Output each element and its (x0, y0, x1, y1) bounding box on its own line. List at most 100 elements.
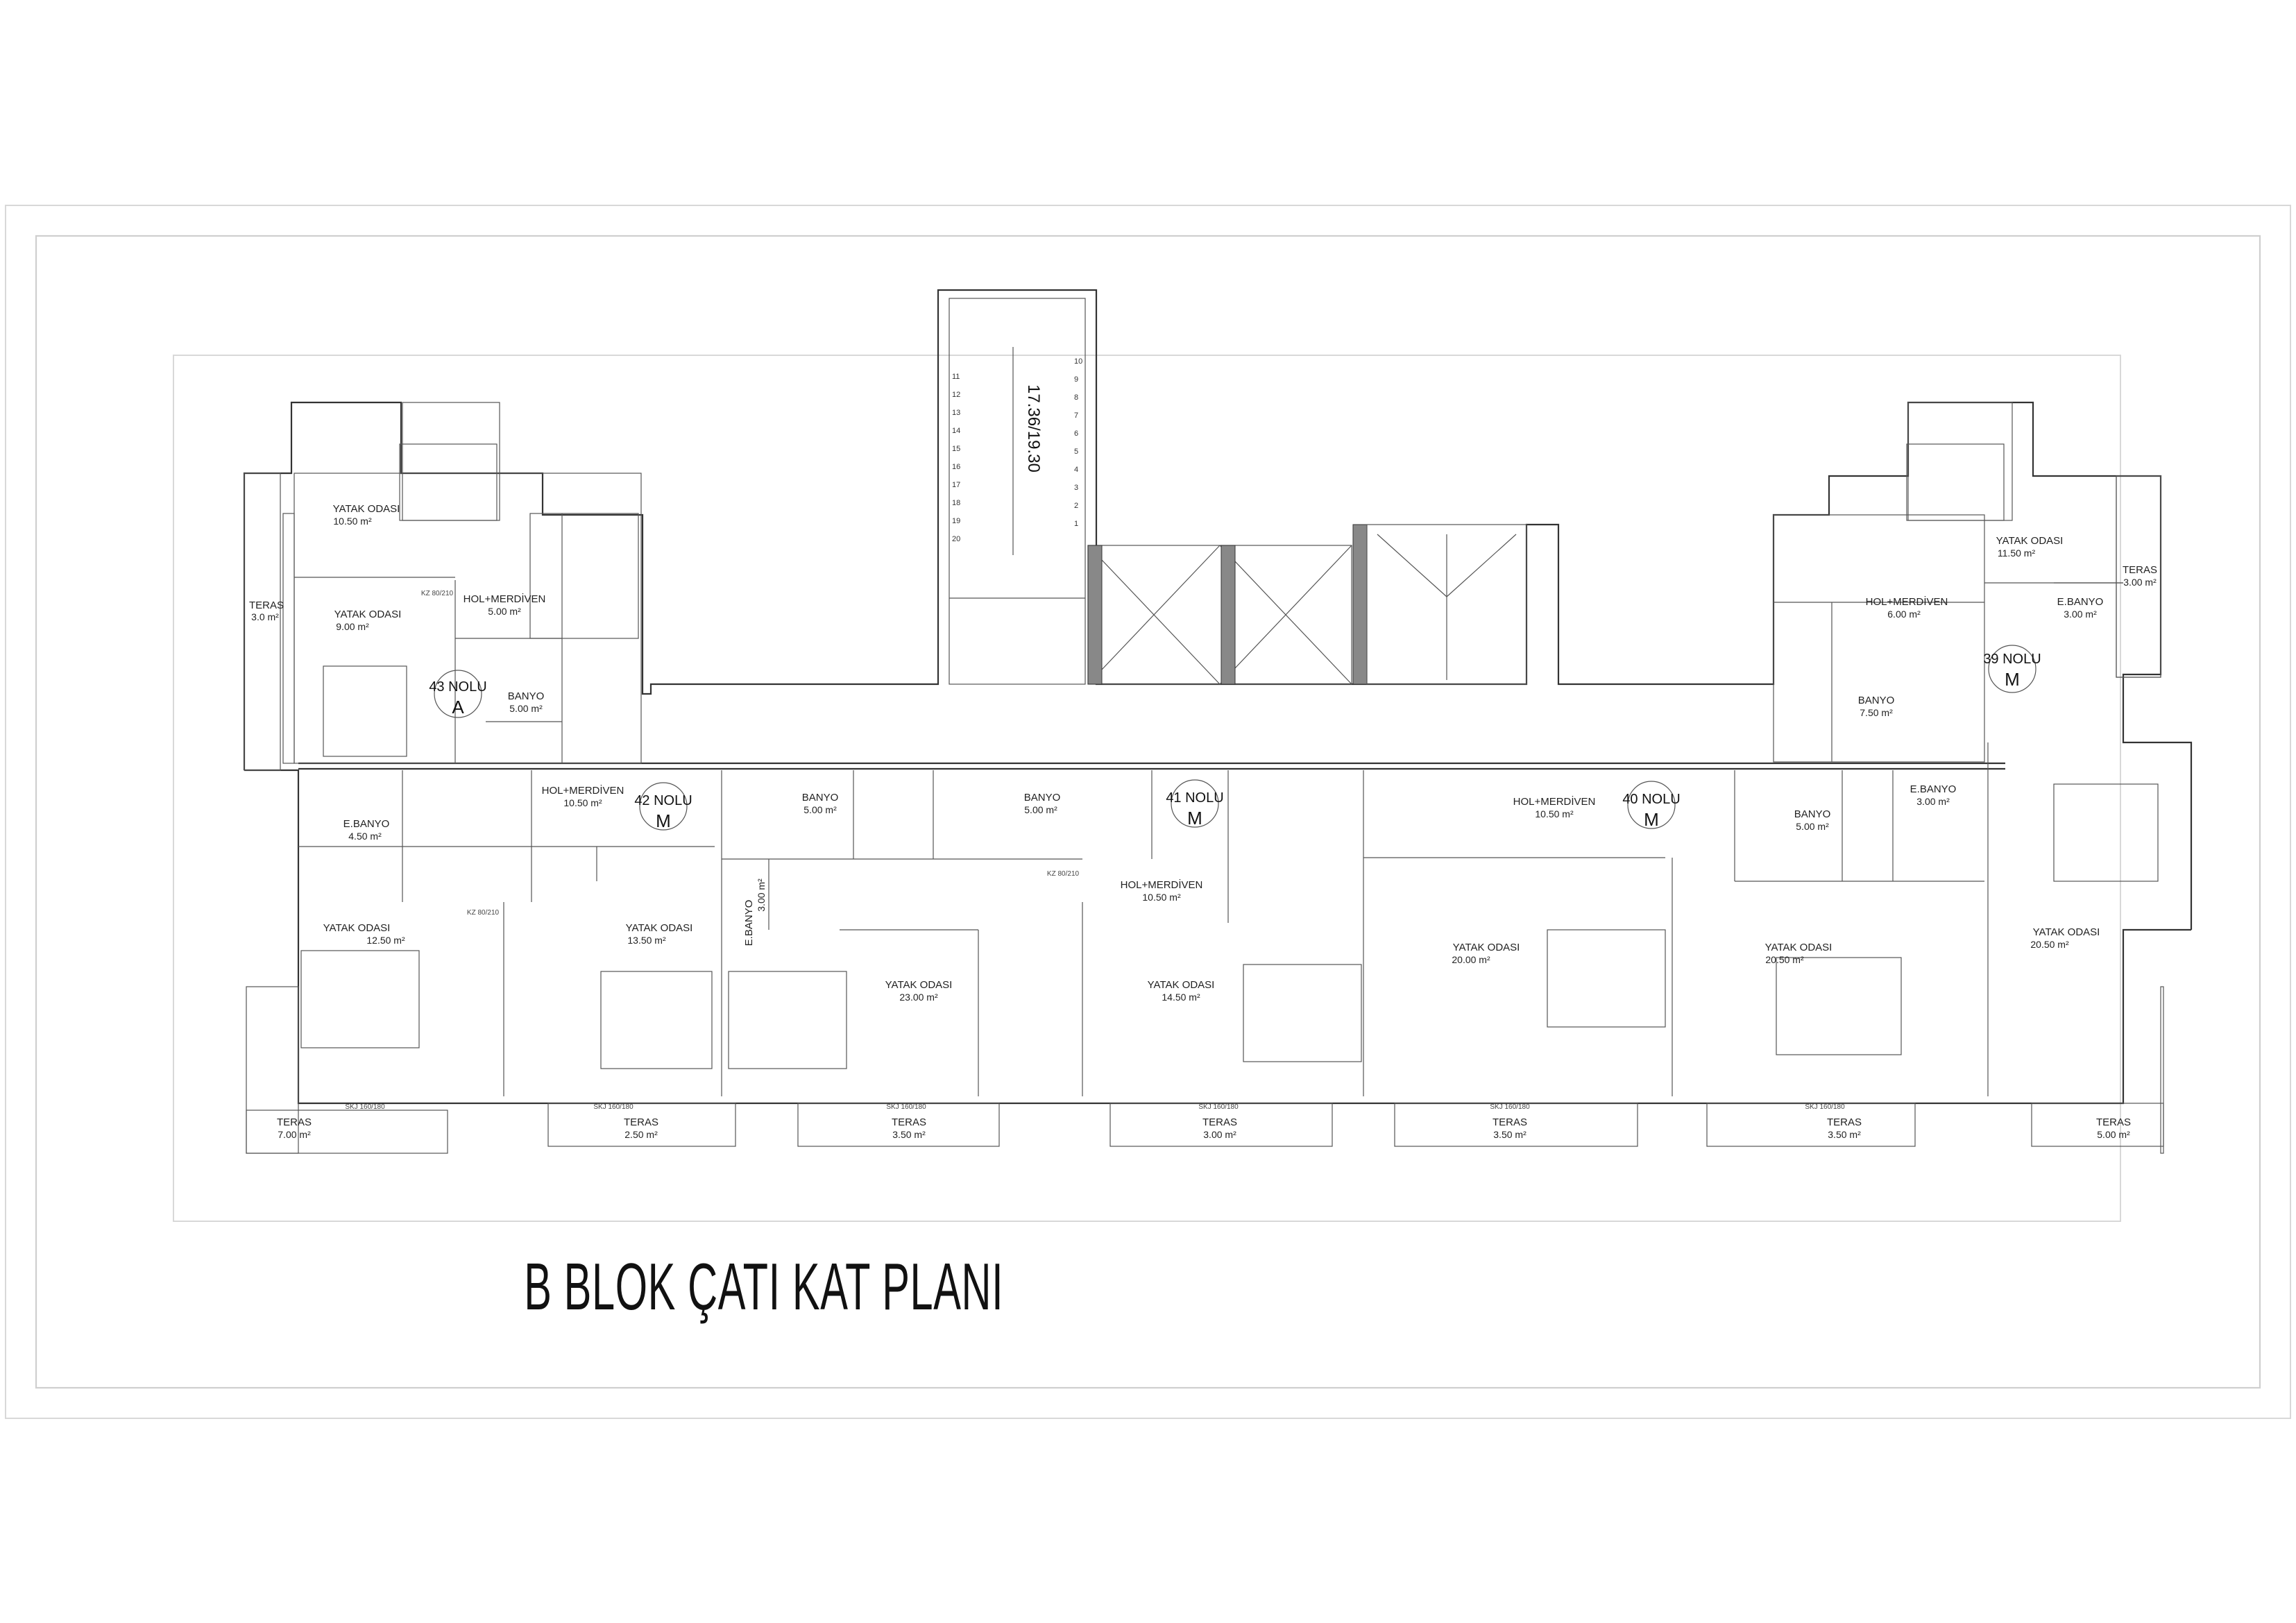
window-tag: SKJ 160/180 (1198, 1103, 1239, 1111)
room-name: HOL+MERDİVEN (464, 593, 546, 605)
room-area: 5.00 m² (488, 606, 521, 617)
unit-number: 42 NOLU (634, 793, 692, 808)
room-name: TERAS (277, 1116, 312, 1128)
room-name: YATAK ODASI (1148, 979, 1215, 991)
unit-39-walls (1773, 402, 2161, 763)
stair-step: 10 (1074, 357, 1082, 366)
room-name: TERAS (249, 600, 284, 611)
stair-step: 8 (1074, 393, 1078, 402)
unit-markers: 43 NOLU A 42 NOLU M 41 NOLU M 40 NOLU M … (429, 645, 2041, 831)
room-name: BANYO (1794, 808, 1831, 820)
unit-marker-circle (639, 782, 688, 831)
room-name: TERAS (1202, 1116, 1237, 1128)
plan-title: B BLOK ÇATI KAT PLANI (524, 1250, 1004, 1324)
spiral-stair-core (1366, 524, 1527, 685)
unit-type: M (1644, 809, 1659, 830)
room-area: 7.00 m² (278, 1129, 311, 1140)
terraces (244, 473, 2164, 1154)
stair-step: 5 (1074, 448, 1078, 456)
stair-step: 7 (1074, 411, 1078, 420)
room-name: BANYO (1024, 792, 1061, 804)
room-area: 9.00 m² (336, 621, 369, 632)
bed-icons (300, 443, 2159, 1069)
stair-step: 9 (1074, 375, 1078, 384)
room-name: BANYO (1858, 695, 1895, 706)
room-name: YATAK ODASI (1996, 535, 2064, 547)
door-tag: KZ 80/210 (421, 590, 454, 597)
bed-icon (1776, 957, 1902, 1055)
stair-step: 20 (952, 535, 960, 543)
room-area: 4.50 m² (348, 831, 382, 842)
unit-marker-circle (1627, 781, 1676, 829)
window-tag: SKJ 160/180 (1490, 1103, 1530, 1111)
unit-type: A (452, 697, 464, 717)
room-name: YATAK ODASI (626, 922, 693, 934)
bed-icon (728, 971, 847, 1069)
stair-step: 13 (952, 409, 960, 417)
stair-step: 11 (952, 373, 960, 381)
window-tag: SKJ 160/180 (593, 1103, 633, 1111)
room-area: 3.50 m² (1828, 1129, 1861, 1140)
stair-step: 16 (952, 463, 960, 471)
stair-step-numbers: 11 12 13 14 15 16 17 18 19 20 10 9 8 7 6… (952, 357, 1082, 543)
room-area: 13.50 m² (627, 935, 666, 946)
room-name: HOL+MERDİVEN (542, 784, 624, 797)
room-name: E.BANYO (2057, 596, 2104, 608)
room-area: 5.00 m² (509, 703, 543, 714)
room-name: E.BANYO (1910, 783, 1957, 795)
elevator-shafts (1087, 524, 1368, 685)
unit-marker-circle (1988, 645, 2036, 693)
room-area: 20.00 m² (1452, 954, 1490, 965)
stair-step: 14 (952, 427, 960, 435)
room-area: 14.50 m² (1162, 992, 1200, 1003)
room-area: 10.50 m² (1535, 808, 1574, 819)
bed-icon (2053, 783, 2159, 882)
room-name: TERAS (2123, 564, 2157, 576)
sheet-inner-frame (35, 235, 2261, 1389)
room-name: E.BANYO (343, 818, 390, 830)
room-area: 10.50 m² (1142, 892, 1181, 903)
room-area: 20.50 m² (2030, 939, 2069, 950)
window-tag: SKJ 160/180 (345, 1103, 385, 1111)
room-area: 3.00 m² (2064, 609, 2097, 620)
room-name: BANYO (508, 690, 545, 702)
unit-number: 43 NOLU (429, 679, 486, 695)
roof-outline (173, 355, 2121, 1222)
room-name: HOL+MERDİVEN (1866, 595, 1948, 608)
room-labels: YATAK ODASI 10.50 m² TERAS 3.0 m² YATAK … (249, 503, 2157, 1140)
room-name: TERAS (1827, 1116, 1862, 1128)
room-name: YATAK ODASI (334, 609, 402, 620)
room-name: E.BANYO (743, 900, 755, 946)
window-tag: SKJ 160/180 (886, 1103, 926, 1111)
bed-icon (399, 443, 498, 521)
stair-step: 3 (1074, 484, 1078, 492)
room-name: YATAK ODASI (2033, 926, 2100, 938)
room-area: 3.50 m² (892, 1129, 926, 1140)
stair-step: 15 (952, 445, 960, 453)
room-area: 20.50 m² (1765, 954, 1804, 965)
room-area: 7.50 m² (1860, 707, 1893, 718)
room-area: 3.0 m² (251, 611, 279, 622)
room-name: YATAK ODASI (333, 503, 400, 515)
unit-number: 40 NOLU (1622, 792, 1680, 807)
room-name: TERAS (2096, 1116, 2131, 1128)
room-area: 10.50 m² (333, 516, 372, 527)
unit-number: 39 NOLU (1983, 652, 2041, 667)
unit-type: M (656, 810, 671, 831)
stair-step: 6 (1074, 430, 1078, 438)
room-area: 3.00 m² (1203, 1129, 1236, 1140)
room-area: 5.00 m² (803, 804, 837, 815)
sheet-outer-frame (5, 205, 2291, 1419)
bed-icon (600, 971, 713, 1069)
unit-number: 41 NOLU (1166, 790, 1223, 806)
room-name: YATAK ODASI (1765, 942, 1832, 953)
unit-43-walls (282, 402, 642, 764)
room-name: YATAK ODASI (1453, 942, 1520, 953)
room-area: 10.50 m² (563, 797, 602, 808)
bed-icon (323, 665, 407, 757)
stair-step: 2 (1074, 502, 1078, 510)
door-tag: KZ 80/210 (1047, 870, 1080, 878)
stair-step: 18 (952, 499, 960, 507)
unit-type: M (2005, 669, 2020, 690)
